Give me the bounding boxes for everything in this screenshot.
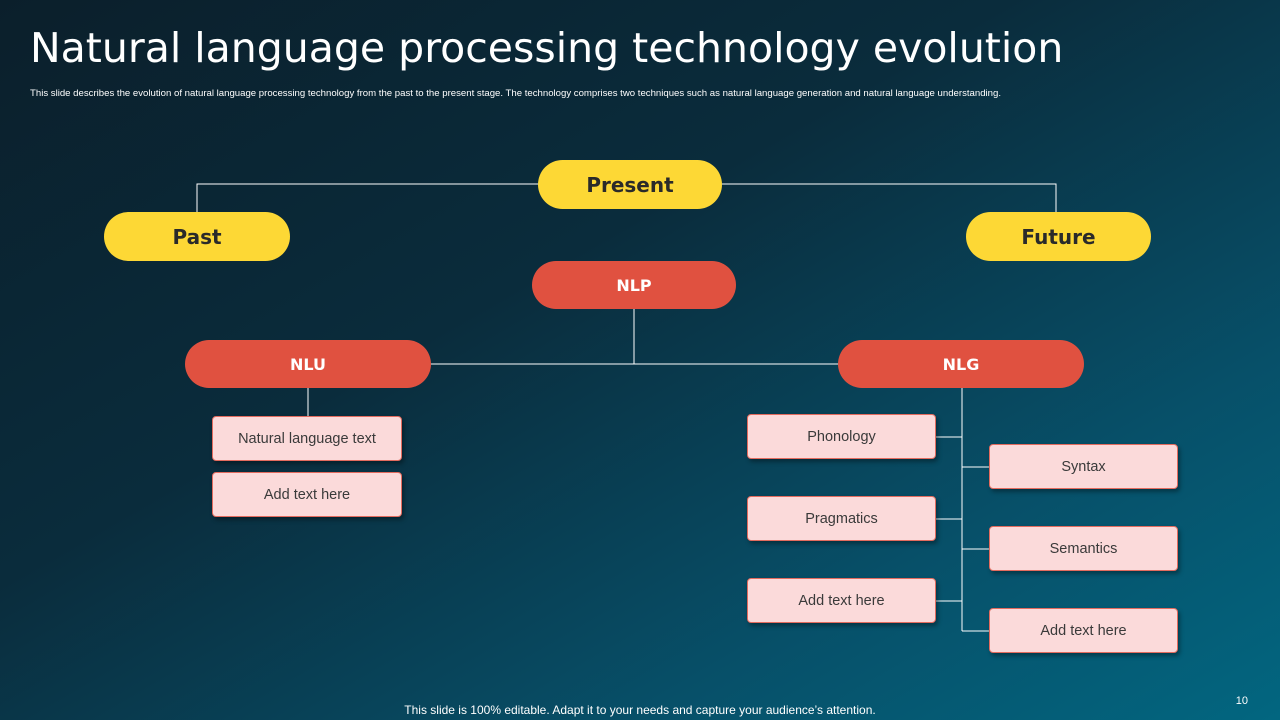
future-pill: Future [966, 212, 1151, 261]
page-subtitle: This slide describes the evolution of na… [30, 88, 1002, 99]
footer-note: This slide is 100% editable. Adapt it to… [404, 703, 876, 717]
nlg-pill: NLG [838, 340, 1084, 388]
connector-present-future [720, 183, 1057, 212]
connector-past-present [196, 183, 540, 212]
nlg-left-item-box: Pragmatics [747, 496, 936, 541]
page-title: Natural language processing technology e… [30, 24, 1064, 72]
nlg-right-item-box: Semantics [989, 526, 1178, 571]
nlu-item-box: Natural language text [212, 416, 402, 461]
nlg-right-item-box: Add text here [989, 608, 1178, 653]
nlg-left-item-box: Add text here [747, 578, 936, 623]
present-pill: Present [538, 160, 722, 209]
nlg-right-item-box: Syntax [989, 444, 1178, 489]
page-number: 10 [1235, 695, 1248, 707]
nlp-pill: NLP [532, 261, 736, 309]
nlu-item-box: Add text here [212, 472, 402, 517]
past-pill: Past [104, 212, 290, 261]
nlg-left-item-box: Phonology [747, 414, 936, 459]
nlu-pill: NLU [185, 340, 431, 388]
